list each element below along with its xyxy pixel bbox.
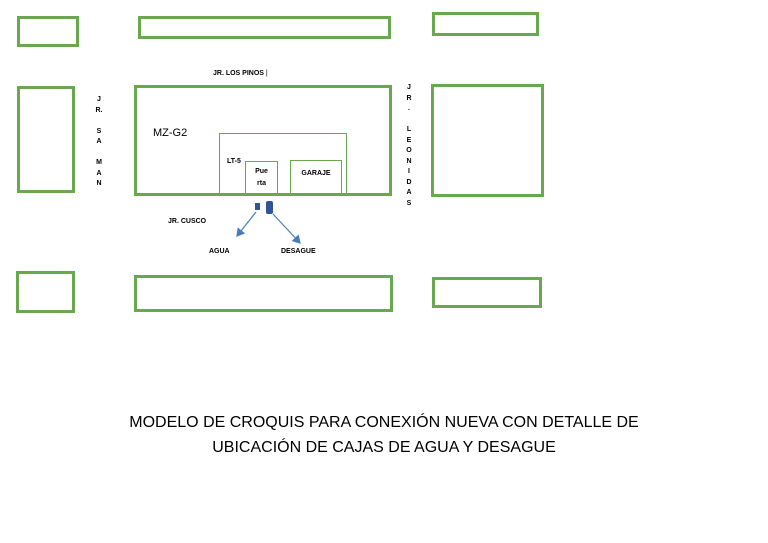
block-top-center — [138, 16, 391, 39]
street-left-char: N — [96, 180, 102, 187]
street-right-char: S — [406, 199, 412, 207]
garage-box — [290, 160, 342, 195]
street-right-char: N — [406, 157, 412, 165]
street-left-char: M — [96, 159, 102, 166]
drain-arrow — [272, 213, 301, 244]
street-left-char: A — [96, 169, 102, 177]
street-left-char — [94, 116, 104, 127]
water-label: AGUA — [209, 248, 230, 255]
drain-label: DESAGUE — [281, 248, 316, 255]
street-right-char: L — [406, 126, 412, 133]
street-right-char: J — [407, 84, 411, 91]
block-mid-left — [17, 86, 75, 193]
block-bottom-left — [16, 271, 75, 313]
garage-label: GARAJE — [301, 170, 331, 177]
block-top-left — [17, 16, 79, 47]
block-label: MZ-G2 — [153, 127, 188, 139]
street-right-char: E — [406, 136, 412, 144]
drain-box — [266, 201, 273, 214]
street-right-char: . — [408, 105, 410, 112]
street-right-char — [404, 115, 414, 126]
street-right-char: O — [406, 147, 412, 154]
water-box — [255, 203, 260, 210]
street-right-char: A — [406, 189, 412, 196]
street-right-char: R — [406, 94, 412, 102]
water-arrow — [236, 211, 257, 237]
street-top-label: JR. LOS PINOS | — [213, 70, 268, 77]
street-left-char: J — [97, 96, 101, 103]
block-bottom-center — [134, 275, 393, 312]
street-left-char: R. — [95, 106, 103, 114]
street-right-char: D — [406, 178, 412, 186]
block-top-right — [432, 12, 539, 36]
street-left-char — [94, 148, 104, 159]
street-left-char: A — [96, 138, 102, 145]
caption-line-1: MODELO DE CROQUIS PARA CONEXIÓN NUEVA CO… — [129, 414, 639, 431]
street-right-char: I — [408, 168, 410, 175]
block-bottom-right — [432, 277, 542, 308]
block-mid-right — [431, 84, 544, 197]
street-left-char: S — [96, 127, 102, 135]
door-box — [245, 161, 278, 195]
street-bottom-label: JR. CUSCO — [168, 218, 207, 225]
caption-line-2: UBICACIÓN DE CAJAS DE AGUA Y DESAGUE — [212, 439, 556, 456]
lot-label: LT-5 — [227, 158, 241, 165]
lot-lt5 — [219, 133, 347, 195]
